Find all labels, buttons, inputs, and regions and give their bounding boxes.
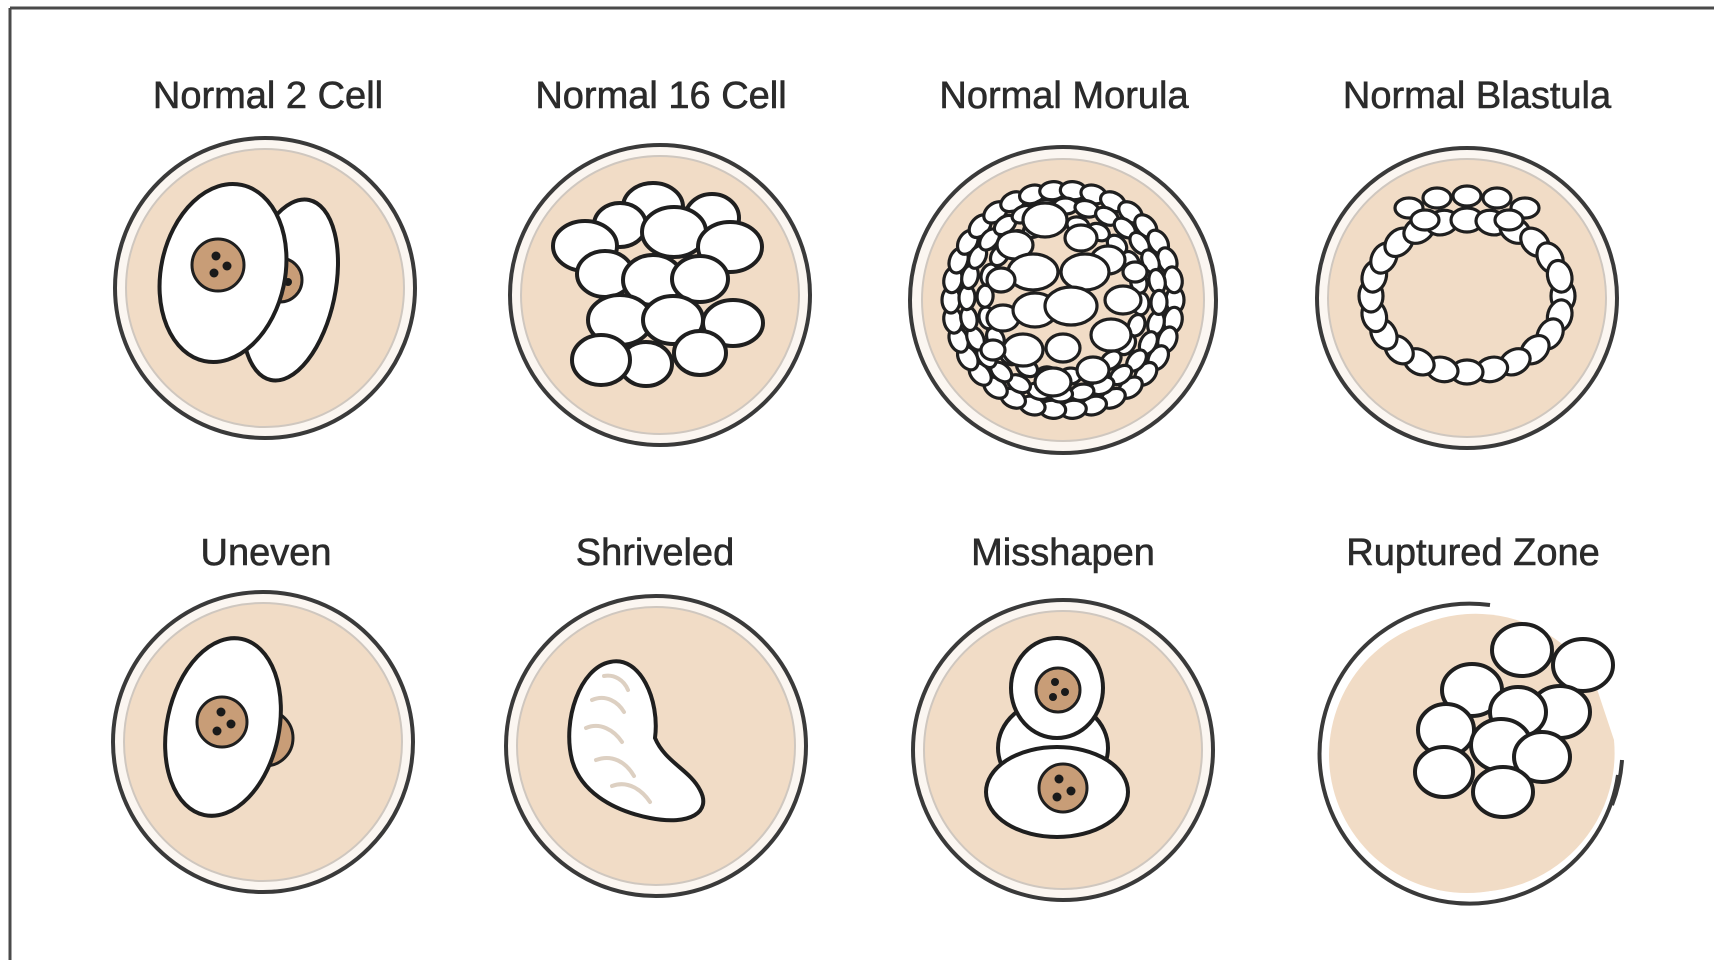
nucleus — [1039, 764, 1087, 812]
nucleolus — [1053, 793, 1062, 802]
cell — [1046, 334, 1080, 362]
nucleolus — [1067, 787, 1076, 796]
embryo-normal-16-cell — [510, 145, 810, 445]
blastomere — [674, 331, 726, 375]
nucleolus — [213, 727, 222, 736]
cell — [1003, 334, 1043, 366]
title-ruptured-zone: Ruptured Zone — [1346, 532, 1600, 574]
cell — [1495, 210, 1523, 230]
embryo-normal-morula — [910, 147, 1216, 453]
cell — [1483, 188, 1511, 208]
cell — [1123, 262, 1147, 282]
embryo-normal-2-cell — [115, 138, 415, 438]
nucleus — [192, 239, 244, 291]
embryo-ruptured-zone — [1320, 604, 1622, 904]
nucleolus — [1055, 775, 1064, 784]
title-normal-blastula: Normal Blastula — [1343, 75, 1612, 117]
nucleolus — [223, 262, 232, 271]
cell — [1423, 188, 1451, 208]
cell — [1091, 319, 1131, 351]
nucleolus — [212, 252, 221, 261]
cell — [1045, 287, 1097, 325]
title-uneven: Uneven — [201, 532, 332, 574]
blastomere — [1492, 624, 1552, 676]
cell — [1061, 254, 1109, 290]
nucleolus — [210, 269, 219, 278]
nucleolus — [217, 708, 226, 717]
embryo-shriveled — [506, 596, 806, 896]
title-misshapen: Misshapen — [971, 532, 1155, 574]
title-normal-2-cell: Normal 2 Cell — [153, 75, 383, 117]
cell — [1077, 357, 1109, 383]
cell — [987, 268, 1015, 292]
blastomere — [572, 335, 630, 385]
cell — [1035, 368, 1071, 396]
cell — [1065, 225, 1097, 251]
title-normal-morula: Normal Morula — [939, 75, 1189, 117]
nucleus — [197, 697, 247, 747]
nucleolus — [227, 720, 236, 729]
blastomere — [1473, 767, 1533, 817]
embryo-normal-blastula — [1317, 148, 1617, 448]
morula-cell-mass — [942, 181, 1185, 420]
nucleolus — [1051, 678, 1059, 686]
cell — [1105, 286, 1141, 314]
blastomere — [1553, 639, 1613, 691]
title-normal-16-cell: Normal 16 Cell — [535, 75, 786, 117]
cell — [981, 340, 1005, 360]
cell — [1023, 203, 1067, 237]
cell — [1411, 210, 1439, 230]
nucleolus — [1061, 688, 1069, 696]
nucleus — [1036, 668, 1080, 712]
embryo-misshapen — [913, 600, 1213, 900]
embryo-uneven — [113, 592, 413, 892]
nucleolus — [1049, 693, 1057, 701]
cell — [1151, 290, 1168, 314]
title-shriveled: Shriveled — [576, 532, 734, 574]
blastomere — [1415, 747, 1473, 797]
cell — [1453, 186, 1481, 206]
